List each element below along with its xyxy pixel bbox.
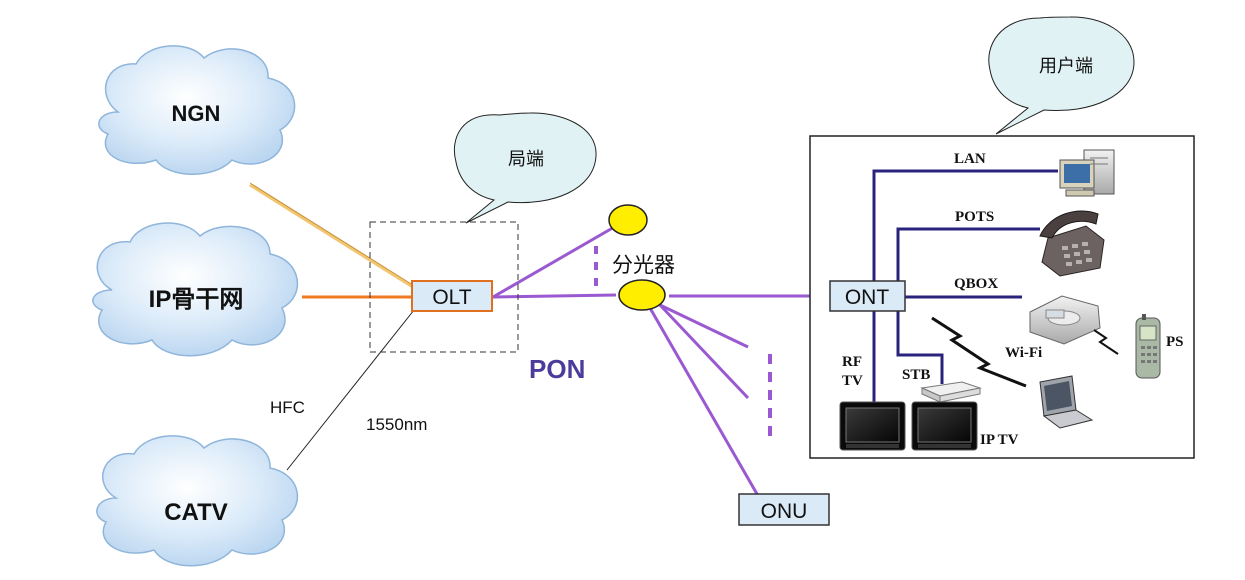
ip-tv-icon bbox=[911, 401, 978, 451]
stb-label: STB bbox=[902, 367, 930, 383]
catv-olt-link bbox=[286, 304, 419, 471]
user-side-callout: 用户端 bbox=[988, 16, 1135, 135]
stb-icon bbox=[920, 381, 982, 403]
qbox-label: QBOX bbox=[954, 276, 998, 292]
ip-tv-label: IP TV bbox=[980, 432, 1019, 448]
rf-tv-icon bbox=[839, 401, 906, 451]
central-office-callout: 局端 bbox=[453, 112, 597, 224]
wifi-signal-icon bbox=[931, 316, 1027, 388]
ngn-cloud: NGN bbox=[98, 45, 296, 175]
laptop-icon bbox=[1039, 375, 1094, 429]
onu-label: ONU bbox=[761, 500, 808, 523]
central-office-label: 局端 bbox=[508, 149, 544, 169]
user-lines bbox=[872, 169, 1058, 402]
cell-phone-icon bbox=[1135, 314, 1161, 379]
ip-backbone-cloud: IP骨干网 bbox=[92, 222, 299, 357]
splitter-main bbox=[618, 279, 666, 311]
pon-links bbox=[492, 224, 830, 495]
user-side-label: 用户端 bbox=[1039, 56, 1093, 76]
ps-label: PS bbox=[1166, 334, 1184, 350]
ont-label: ONT bbox=[845, 286, 890, 309]
splitter-top bbox=[608, 204, 648, 236]
central-office-area bbox=[369, 221, 519, 353]
ip-backbone-label: IP骨干网 bbox=[149, 286, 244, 313]
rf-tv-label-line1: RF bbox=[842, 354, 862, 370]
ont-node: ONT bbox=[829, 280, 906, 312]
wifi-label: Wi-Fi bbox=[1005, 345, 1042, 361]
rf-tv-label-line2: TV bbox=[842, 373, 863, 389]
pots-label: POTS bbox=[955, 209, 994, 225]
pc-icon bbox=[1059, 149, 1115, 197]
catv-label: CATV bbox=[164, 499, 228, 526]
onu-node: ONU bbox=[738, 493, 830, 526]
olt-label: OLT bbox=[432, 286, 471, 309]
qbox-device-icon bbox=[1029, 295, 1101, 345]
phone-icon bbox=[1039, 210, 1105, 277]
ngn-olt-link-inner bbox=[249, 182, 417, 288]
hfc-label: HFC bbox=[270, 398, 305, 417]
splitter-label: 分光器 bbox=[612, 254, 675, 277]
ngn-label: NGN bbox=[172, 101, 221, 126]
wavelength-label: 1550nm bbox=[366, 415, 427, 434]
ngn-olt-link bbox=[249, 183, 417, 291]
ps-signal-icon bbox=[1093, 329, 1119, 355]
olt-node: OLT bbox=[411, 280, 493, 312]
pon-label: PON bbox=[529, 354, 585, 384]
catv-cloud: CATV bbox=[96, 435, 299, 567]
lan-label: LAN bbox=[954, 151, 986, 167]
